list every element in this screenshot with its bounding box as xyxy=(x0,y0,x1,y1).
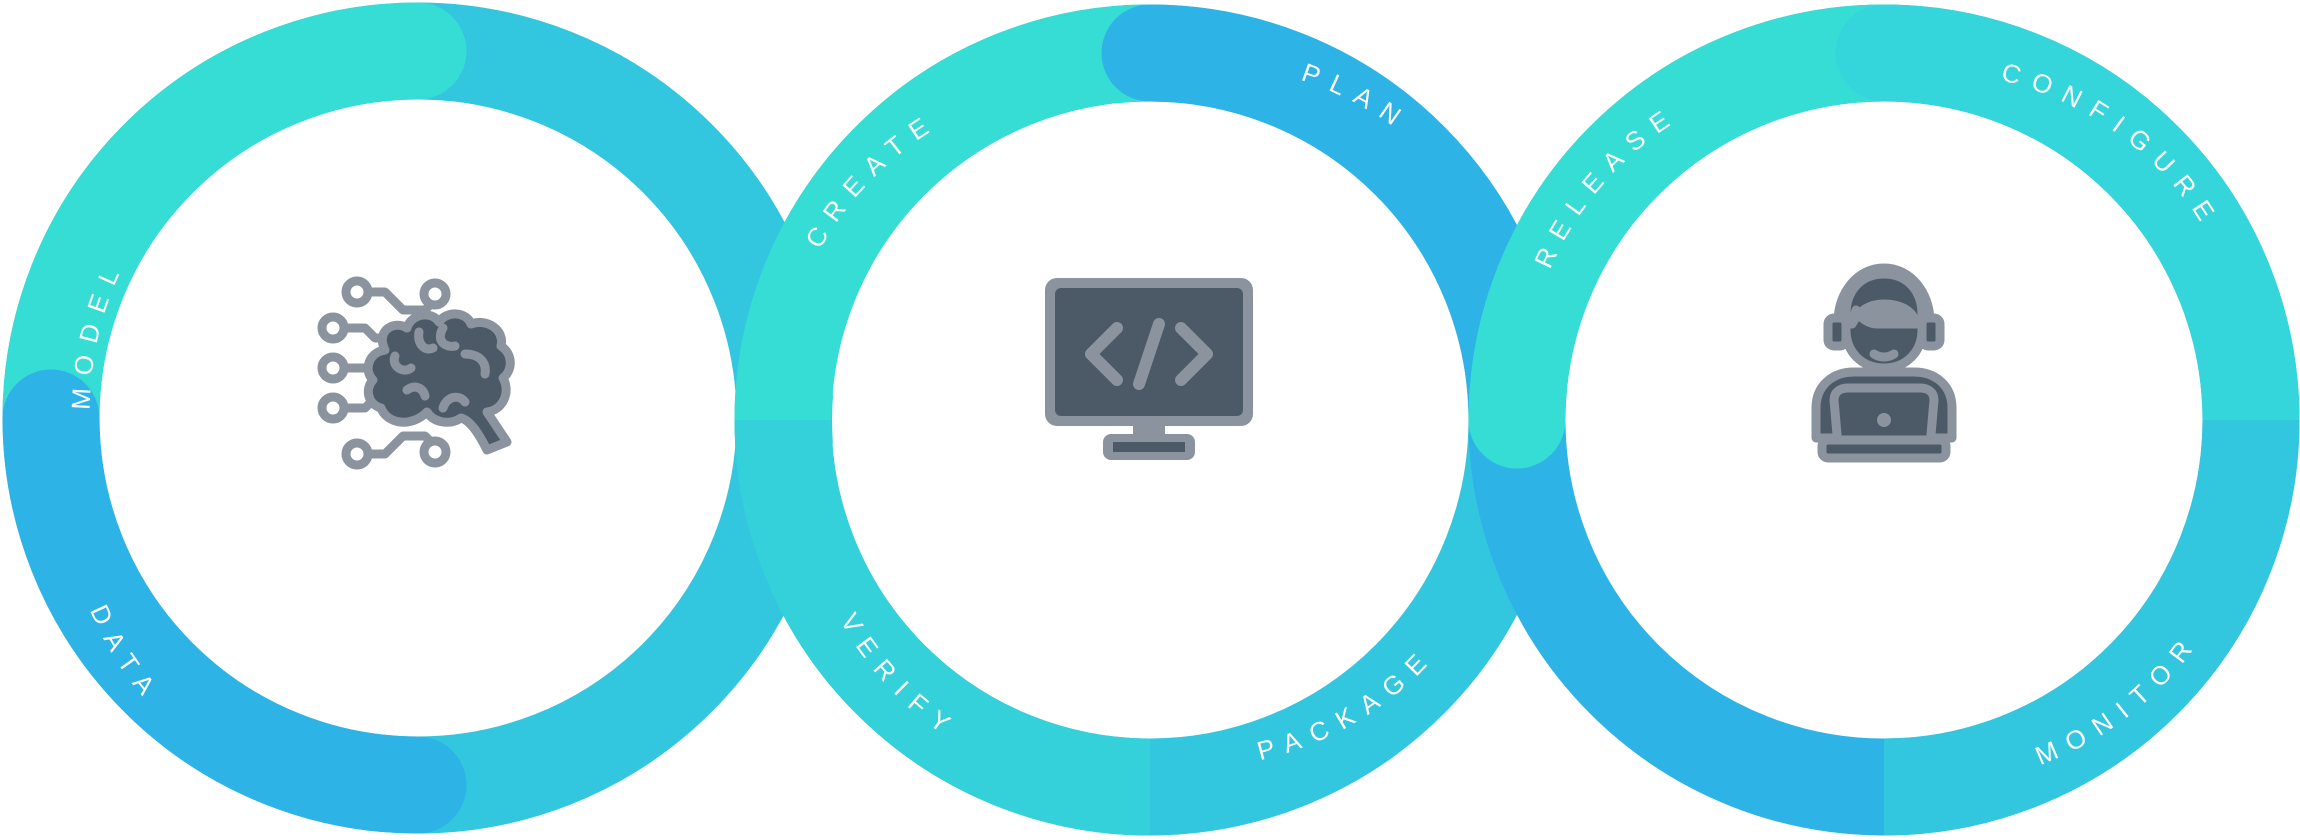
ring-1-segment-data xyxy=(2,369,467,834)
ring-2: CREATE PLAN VERIFY PACKAGE xyxy=(734,4,1566,836)
ring-1: MODEL DATA xyxy=(2,2,834,834)
code-monitor-icon xyxy=(1045,278,1253,460)
ring-2-segment-create xyxy=(734,4,1199,469)
brain-circuit-icon xyxy=(317,276,515,470)
ring-2-segment-verify xyxy=(734,419,1151,836)
ring-3: RELEASE CONFIGURE MONITOR xyxy=(1468,4,2300,836)
operator-headset-laptop-icon xyxy=(1811,263,1957,463)
ring-1-segment-model xyxy=(2,2,467,467)
ring-3-segment-release xyxy=(1468,4,1933,469)
ring-3-segment-monitor xyxy=(1883,419,2300,836)
ring-3-segment-configure xyxy=(1835,4,2300,469)
